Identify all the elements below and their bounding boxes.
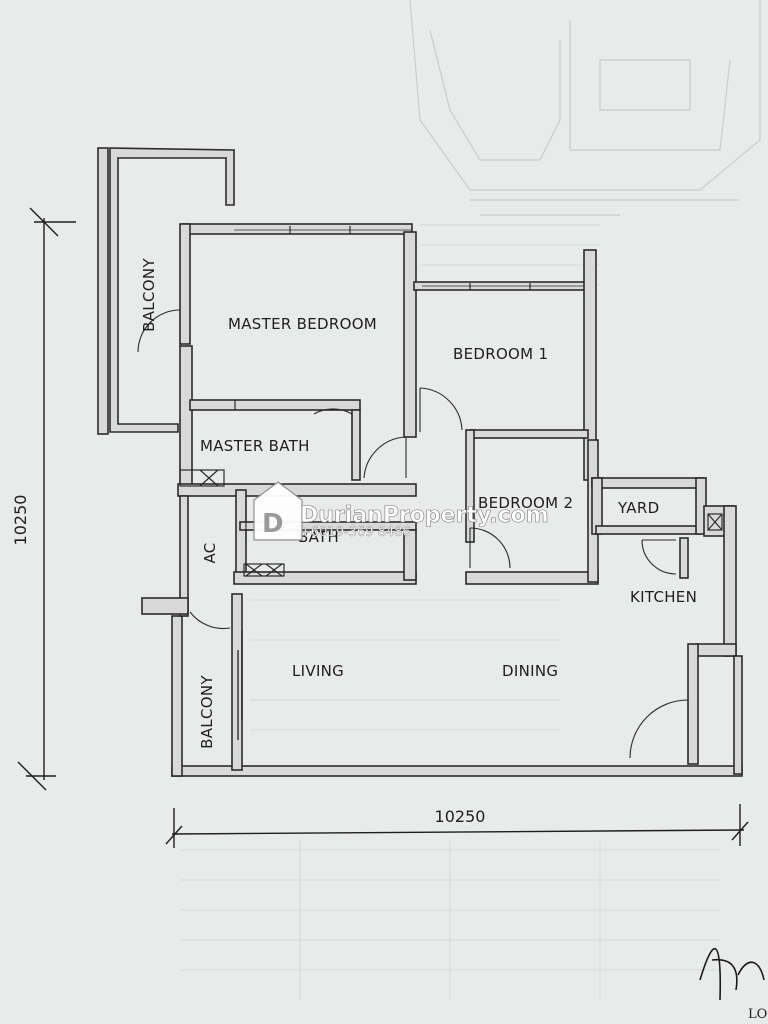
doors: [137, 309, 689, 760]
house-logo-icon: [253, 481, 303, 541]
room-label-living: LIVING: [292, 662, 344, 680]
corner-text: LO: [748, 1007, 767, 1022]
horizontal-dimension: [165, 804, 749, 848]
watermark: D DurianProperty.com +6019-369 8486: [253, 481, 549, 541]
vertical-dimension-label: 10250: [11, 495, 30, 546]
room-label-dining: DINING: [502, 662, 558, 680]
room-label-balcony-top: BALCONY: [140, 258, 158, 332]
room-label-bedroom-2: BEDROOM 2: [478, 494, 573, 512]
watermark-brand: DurianProperty.com: [300, 503, 549, 528]
room-label-balcony-bottom: BALCONY: [198, 675, 216, 749]
room-label-yard: YARD: [617, 499, 659, 517]
horizontal-dimension-label: 10250: [435, 807, 486, 826]
window-mullions: [234, 226, 531, 410]
vertical-dimension: [17, 207, 76, 791]
key-plan: [409, 0, 761, 216]
room-label-kitchen: KITCHEN: [630, 588, 697, 606]
watermark-phone: +6019-369 8486: [300, 525, 411, 540]
background-grid: [180, 224, 720, 1000]
signature-scribble: [699, 947, 765, 1001]
room-label-bedroom-1: BEDROOM 1: [453, 345, 548, 363]
room-label-bath: BATH: [298, 528, 339, 546]
house-logo-letter: D: [262, 509, 284, 539]
room-label-master-bedroom: MASTER BEDROOM: [228, 315, 377, 333]
room-label-master-bath: MASTER BATH: [200, 437, 310, 455]
service-shafts: [179, 469, 723, 577]
room-label-ac: AC: [201, 542, 219, 563]
walls: [97, 147, 743, 777]
